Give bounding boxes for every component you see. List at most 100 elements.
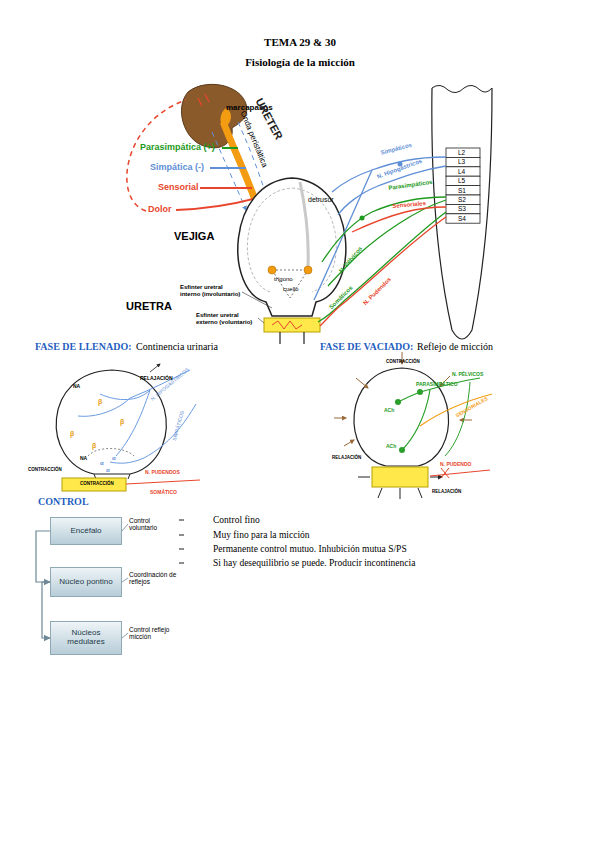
leader-line xyxy=(242,292,272,323)
circle-shape xyxy=(304,266,312,274)
external-sphincter xyxy=(264,318,320,332)
path-shape xyxy=(238,178,346,316)
node-text: Núcleos medulares xyxy=(53,629,119,647)
line-shape xyxy=(179,520,184,521)
text-label: S3 xyxy=(458,205,466,212)
text-label: β xyxy=(98,398,102,406)
path-shape xyxy=(320,217,446,326)
circle-shape xyxy=(360,216,365,221)
path-shape xyxy=(56,370,166,474)
sphincter-nerve xyxy=(272,321,302,329)
path-shape xyxy=(272,270,308,298)
text-label: β xyxy=(120,418,124,426)
connector-arrow xyxy=(36,531,50,582)
rect-shape xyxy=(446,195,480,204)
text-label: Control fino xyxy=(213,515,260,525)
sympathetic-line xyxy=(210,167,246,169)
text-label: ACh xyxy=(384,408,394,414)
text-label: SOMÁTICO xyxy=(150,490,177,496)
process-box: Núcleo pontino xyxy=(50,567,122,597)
line-shape xyxy=(179,549,184,550)
text-label: N. PUDENDO xyxy=(440,462,471,468)
process-box: Núcleos medulares xyxy=(50,621,122,655)
path-shape xyxy=(334,418,346,419)
path-shape xyxy=(122,524,128,531)
path-shape xyxy=(150,364,160,372)
spinal-cord xyxy=(432,85,492,339)
text-label: N. Pudendos xyxy=(362,276,393,307)
parasympathetic-line xyxy=(222,147,238,149)
path-shape xyxy=(445,382,470,456)
text-label: N. HIPOGÁSTRICOS xyxy=(150,367,190,402)
line-shape xyxy=(179,535,184,536)
path-shape xyxy=(460,420,472,421)
text-label: Coordinación de reflejos xyxy=(129,571,179,585)
text-label: L2 xyxy=(458,149,465,156)
text-label: RELAJACIÓN xyxy=(332,456,361,461)
circle-shape xyxy=(417,389,423,395)
text-label: trígono xyxy=(274,276,293,283)
filling-bladder xyxy=(56,364,200,491)
text-label: CONTROL xyxy=(38,496,89,507)
rect-shape xyxy=(446,167,480,176)
rect-shape xyxy=(446,214,480,223)
text-label: NA xyxy=(80,456,87,462)
text-label: N. Hipogástricos xyxy=(376,158,423,181)
path-shape xyxy=(181,84,246,147)
text-label: RELAJACIÓN xyxy=(140,376,173,382)
rect-shape xyxy=(446,176,480,185)
pain-line xyxy=(176,198,257,210)
text-label: RELAJACIÓN xyxy=(432,490,461,495)
path-shape xyxy=(198,94,209,106)
sensory-line xyxy=(200,187,252,189)
text-label: ACh xyxy=(386,444,396,450)
text-label: Continencia urinaria xyxy=(136,341,218,352)
text-label: Sensoriales xyxy=(392,200,426,210)
text-label: Reflejo de micción xyxy=(417,341,493,352)
text-label: α xyxy=(100,460,104,467)
text-label: α xyxy=(106,467,110,474)
text-label: CONTRACCIÓN xyxy=(80,482,114,487)
bullet-dash xyxy=(179,520,184,563)
text-label: Permanente control mutuo. Inhubición mut… xyxy=(213,544,407,554)
path-shape xyxy=(318,212,446,322)
control-connectors xyxy=(122,524,128,638)
page-title: TEMA 29 & 30 xyxy=(264,36,336,48)
text-label: S2 xyxy=(458,196,466,203)
path-shape xyxy=(358,477,442,499)
peristaltic-arrow xyxy=(212,132,246,210)
path-shape xyxy=(126,480,200,484)
text-label: L3 xyxy=(458,158,465,165)
path-shape xyxy=(432,88,492,339)
circle-shape xyxy=(399,447,405,453)
circle-shape xyxy=(395,399,401,405)
text-label: Sensorial xyxy=(158,183,199,193)
node-text: Núcleo pontino xyxy=(59,578,112,587)
text-label: Parasimpáticos xyxy=(388,179,433,192)
connector-arrow xyxy=(42,582,50,638)
pain-dashed xyxy=(127,100,186,211)
text-label: Esfínter uretral interno (involuntario) xyxy=(180,284,242,297)
text-label: Muy fino para la micción xyxy=(213,530,310,540)
text-label: S1 xyxy=(458,187,466,194)
process-box: Encéfalo xyxy=(50,517,122,545)
circle-shape xyxy=(268,266,276,274)
text-label: NA xyxy=(73,384,80,390)
path-shape xyxy=(356,378,368,388)
text-label: Dolor xyxy=(148,205,172,215)
line-shape xyxy=(179,563,184,564)
bladder xyxy=(238,178,346,316)
text-label: Simpática (-) xyxy=(150,163,204,173)
rect-shape xyxy=(446,186,480,195)
text-label: detrusor xyxy=(308,196,334,204)
path-shape xyxy=(88,449,134,457)
text-label: URETRA xyxy=(126,300,172,312)
path-shape xyxy=(420,394,492,426)
urethra xyxy=(280,332,304,344)
nerves xyxy=(314,157,446,326)
rect-shape xyxy=(446,148,480,157)
text-label: URETER xyxy=(253,96,285,142)
text-label: PARASIMPÁTICO xyxy=(416,382,458,388)
